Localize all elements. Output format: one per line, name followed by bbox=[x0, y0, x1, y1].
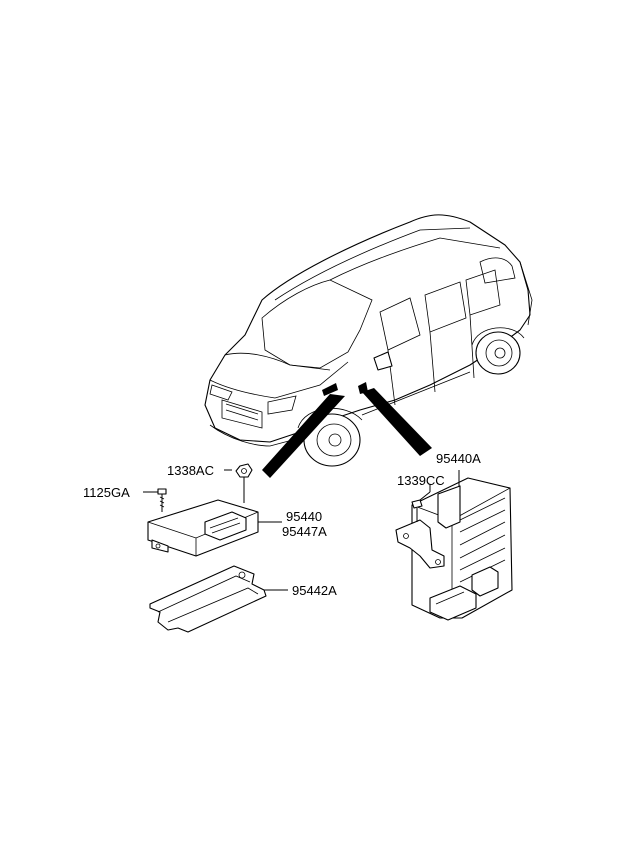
label-95440: 95440 bbox=[286, 509, 322, 524]
label-1338AC: 1338AC bbox=[167, 463, 214, 478]
control-module-95440A bbox=[395, 477, 513, 621]
pointer-arrows bbox=[262, 388, 432, 478]
label-1339CC: 1339CC bbox=[397, 473, 445, 488]
label-95442A: 95442A bbox=[292, 583, 337, 598]
leader-lines-right bbox=[419, 470, 460, 501]
label-1125GA: 1125GA bbox=[83, 485, 130, 500]
leader-lines-left bbox=[143, 469, 288, 591]
control-module-95440 bbox=[147, 463, 259, 557]
label-95447A: 95447A bbox=[282, 524, 327, 539]
label-95440A: 95440A bbox=[436, 451, 481, 466]
vehicle-illustration bbox=[204, 214, 533, 467]
bracket-95442A bbox=[149, 565, 267, 633]
